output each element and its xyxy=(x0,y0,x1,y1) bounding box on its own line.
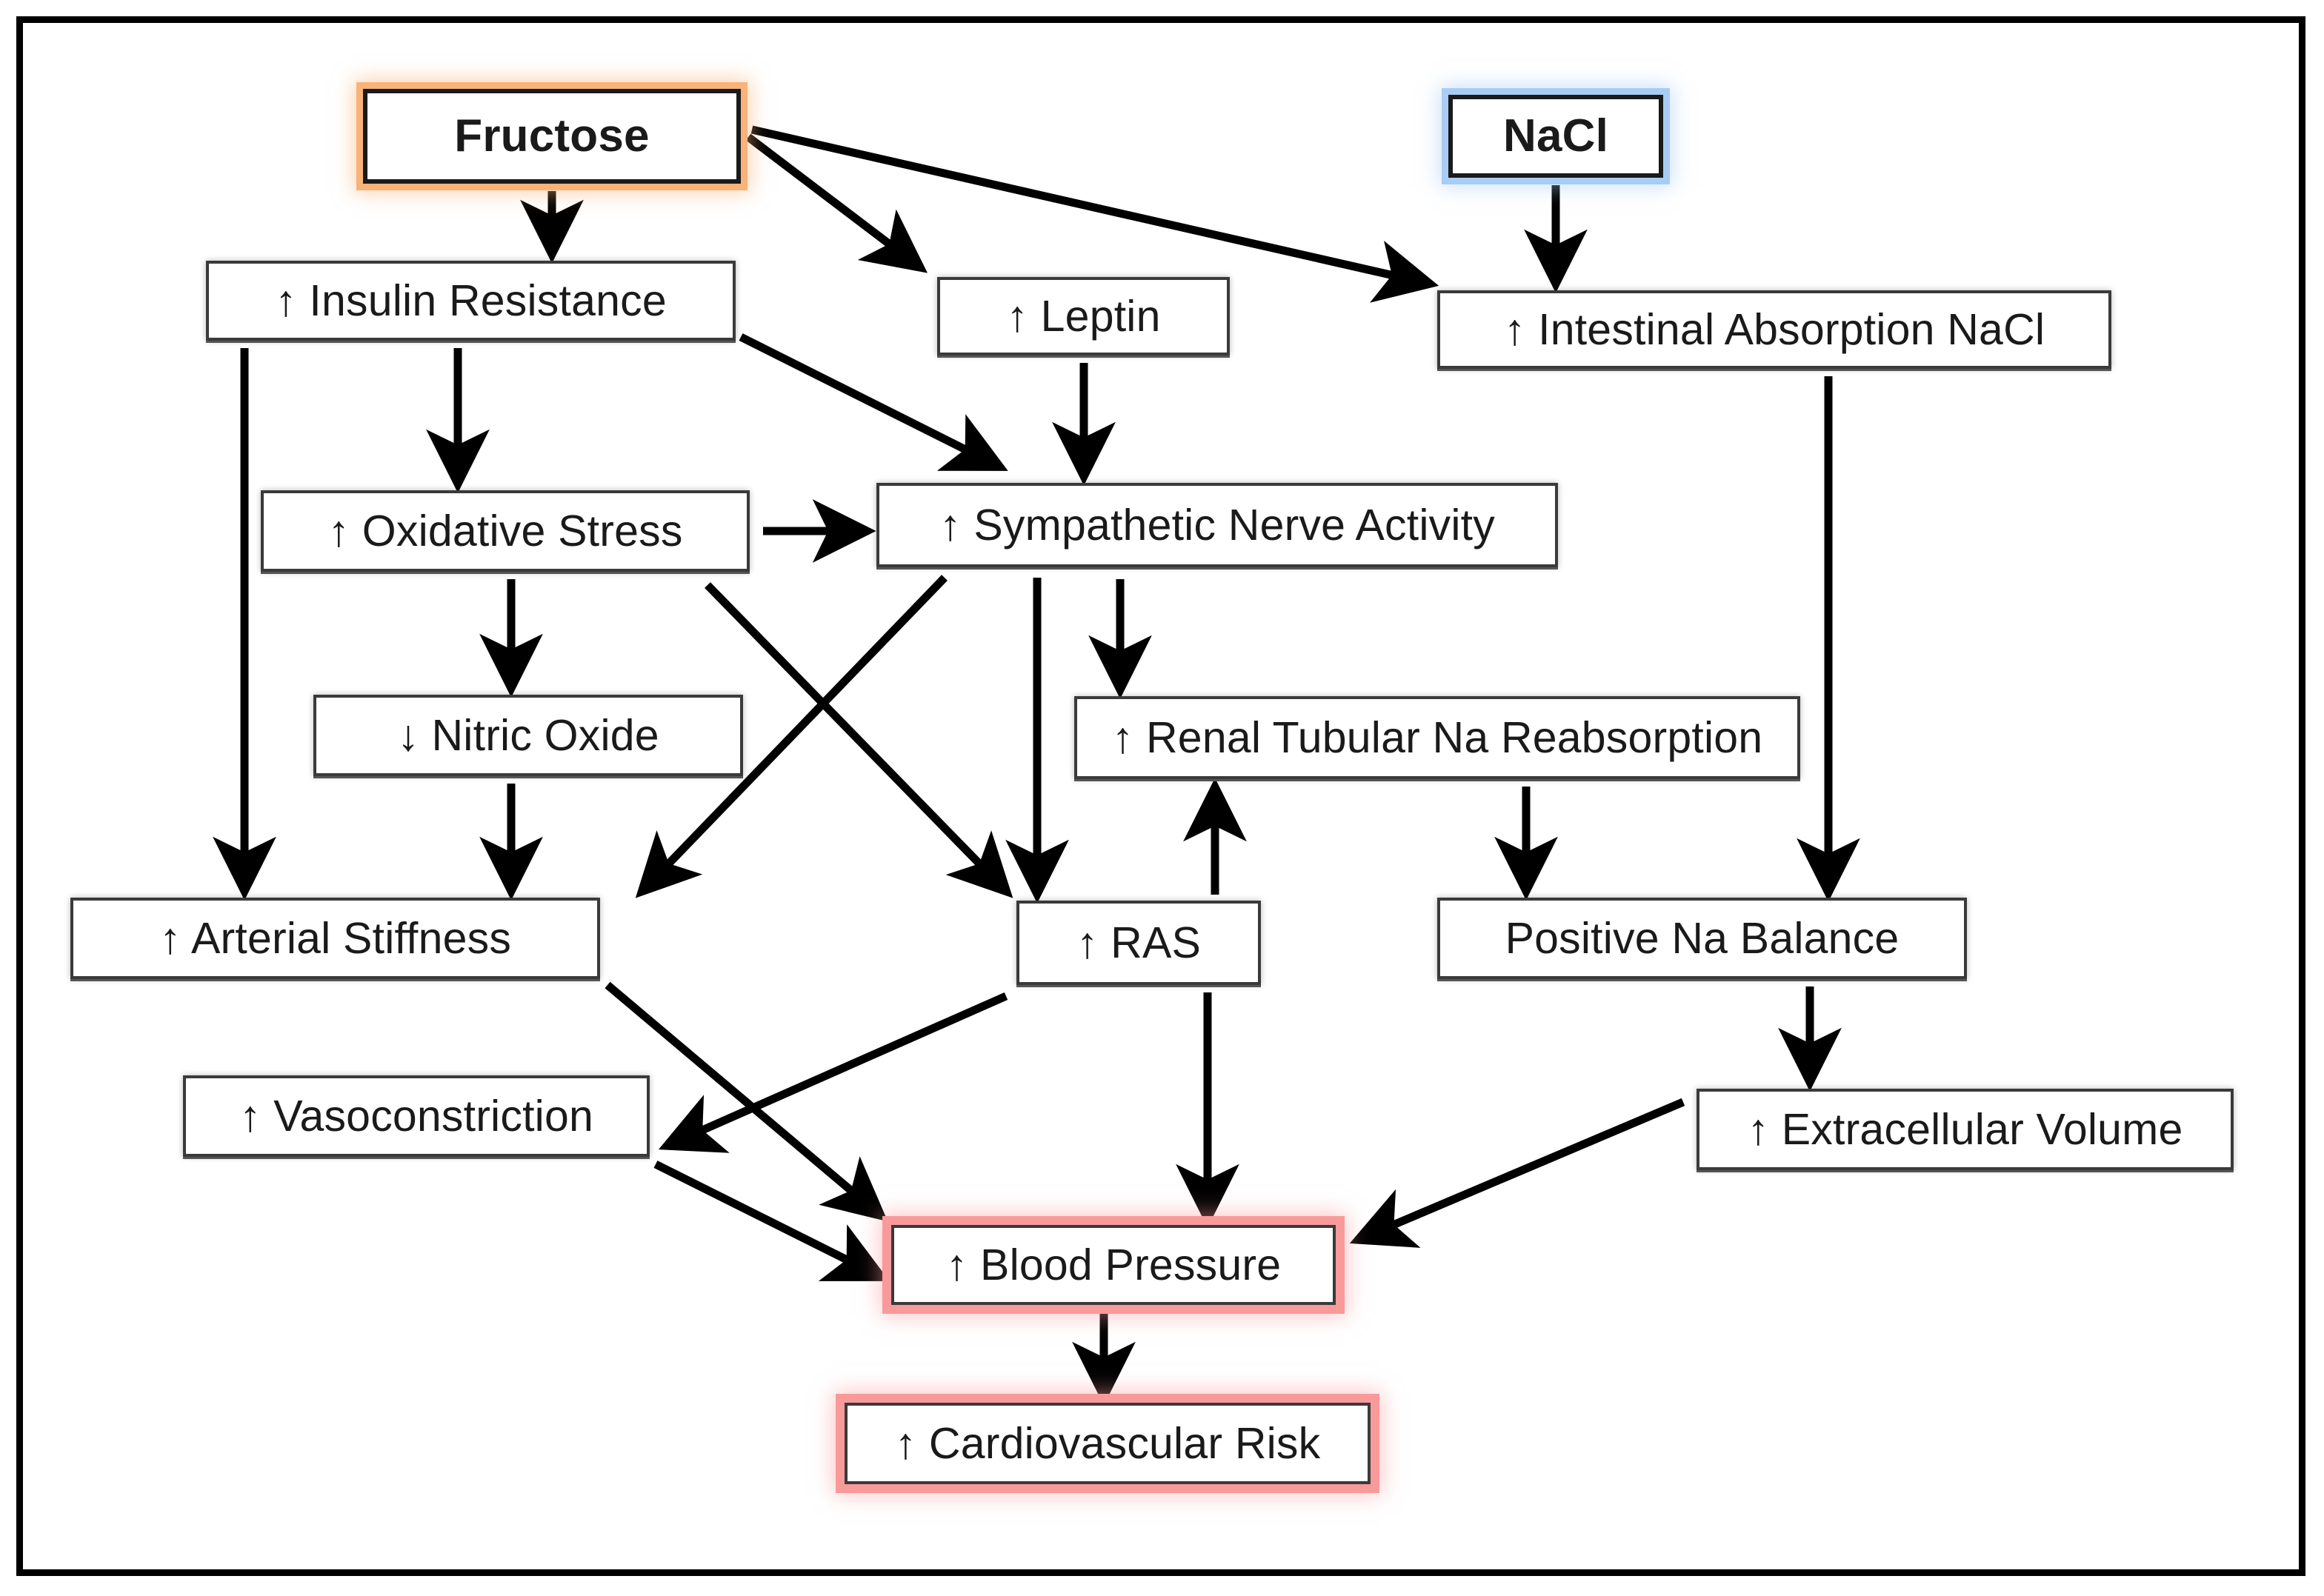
node-insulin[interactable]: ↑ Insulin Resistance xyxy=(206,261,736,341)
node-intestinal[interactable]: ↑ Intestinal Absorption NaCl xyxy=(1437,290,2111,369)
diagram-frame xyxy=(16,16,2305,1576)
node-fructose[interactable]: Fructose xyxy=(363,89,741,184)
node-cvrisk[interactable]: ↑ Cardiovascular Risk xyxy=(845,1403,1371,1484)
node-label-intestinal: ↑ Intestinal Absorption NaCl xyxy=(1503,304,2045,354)
node-label-posna: Positive Na Balance xyxy=(1505,913,1900,963)
node-label-renal: ↑ Renal Tubular Na Reabsorption xyxy=(1111,712,1763,762)
node-label-insulin: ↑ Insulin Resistance xyxy=(275,276,667,325)
node-posna[interactable]: Positive Na Balance xyxy=(1437,898,1967,979)
node-label-nacl: NaCl xyxy=(1502,110,1609,161)
node-nitric[interactable]: ↓ Nitric Oxide xyxy=(313,695,743,776)
node-ras[interactable]: ↑ RAS xyxy=(1016,901,1261,985)
node-label-bp: ↑ Blood Pressure xyxy=(945,1240,1282,1289)
node-label-ecv: ↑ Extracellular Volume xyxy=(1747,1104,2183,1154)
node-label-oxidative: ↑ Oxidative Stress xyxy=(327,506,683,555)
node-label-ras: ↑ RAS xyxy=(1076,918,1202,967)
node-label-fructose: Fructose xyxy=(454,110,650,161)
node-nacl[interactable]: NaCl xyxy=(1448,95,1663,178)
node-vaso[interactable]: ↑ Vasoconstriction xyxy=(183,1075,650,1157)
node-ecv[interactable]: ↑ Extracellular Volume xyxy=(1697,1089,2234,1170)
node-label-nitric: ↓ Nitric Oxide xyxy=(397,710,659,760)
node-renal[interactable]: ↑ Renal Tubular Na Reabsorption xyxy=(1074,696,1800,779)
node-leptin[interactable]: ↑ Leptin xyxy=(937,277,1230,355)
node-label-sympathetic: ↑ Sympathetic Nerve Activity xyxy=(939,500,1495,550)
node-oxidative[interactable]: ↑ Oxidative Stress xyxy=(261,490,750,572)
node-sympathetic[interactable]: ↑ Sympathetic Nerve Activity xyxy=(876,483,1558,567)
node-label-vaso: ↑ Vasoconstriction xyxy=(239,1091,593,1141)
node-label-cvrisk: ↑ Cardiovascular Risk xyxy=(894,1418,1321,1468)
node-arterial[interactable]: ↑ Arterial Stiffness xyxy=(70,898,600,979)
node-label-arterial: ↑ Arterial Stiffness xyxy=(159,913,512,963)
node-bp[interactable]: ↑ Blood Pressure xyxy=(891,1225,1336,1305)
node-label-leptin: ↑ Leptin xyxy=(1006,291,1161,341)
